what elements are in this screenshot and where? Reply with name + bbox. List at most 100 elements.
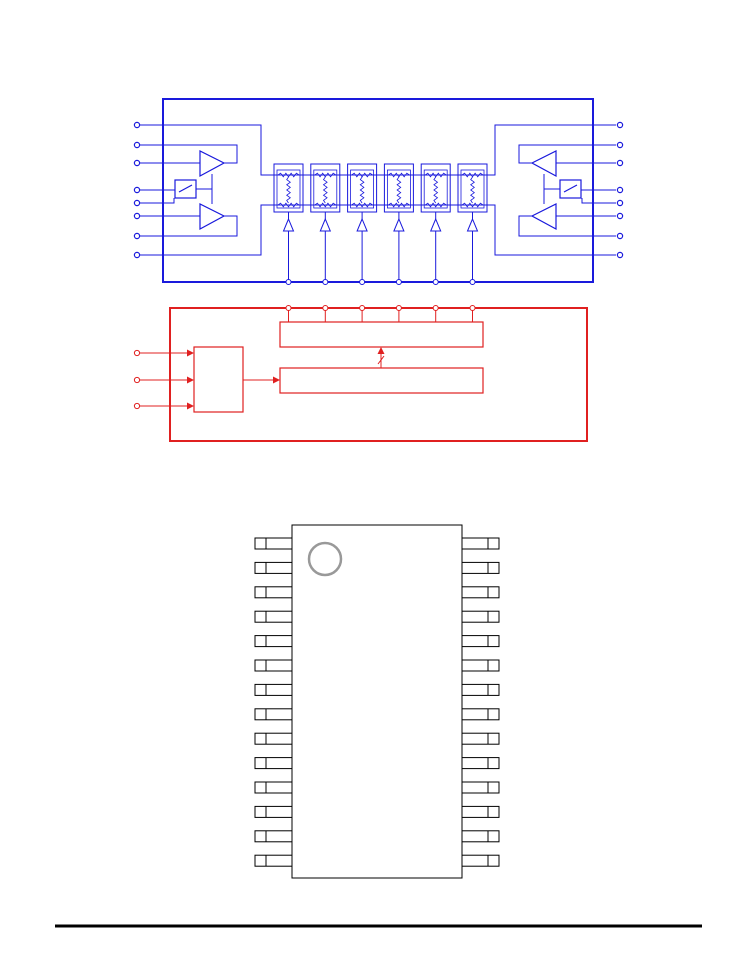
attenuator-channel-3 xyxy=(347,163,378,285)
right-terminal-8 xyxy=(616,251,624,259)
left-pin-2 xyxy=(254,561,293,574)
right-pin-4 xyxy=(461,610,500,623)
digital-terminal-1 xyxy=(133,349,141,357)
control-node-digital xyxy=(359,305,366,311)
register-tap-lines xyxy=(285,305,476,322)
register-block xyxy=(279,321,484,348)
left-pin-4 xyxy=(254,610,293,623)
right-pin-9 xyxy=(461,732,500,745)
left-terminal-8 xyxy=(133,251,141,259)
right-terminal-4 xyxy=(616,186,624,194)
right-amplifier-upper xyxy=(530,150,557,178)
resistor-series-top xyxy=(388,172,410,178)
right-wire-1 xyxy=(483,124,616,176)
control-node-digital xyxy=(395,305,402,311)
attenuator-channel-1 xyxy=(273,163,304,285)
right-switch-blade xyxy=(563,184,578,193)
digital-terminal-2 xyxy=(133,376,141,384)
right-pin-13 xyxy=(461,830,500,843)
right-pin-1 xyxy=(461,537,500,550)
attenuator-inner-box xyxy=(313,169,338,209)
control-node-analog xyxy=(432,279,439,285)
right-pin-11 xyxy=(461,781,500,794)
left-terminal-3 xyxy=(133,159,141,167)
left-amplifier-upper xyxy=(199,150,226,178)
left-terminal-2 xyxy=(133,141,141,149)
right-pin-12 xyxy=(461,805,500,818)
left-pin-1 xyxy=(254,537,293,550)
control-buffer xyxy=(429,217,442,232)
attenuator-inner-box xyxy=(276,169,301,209)
right-terminal-6 xyxy=(616,212,624,220)
arrow-input-3 xyxy=(187,402,194,410)
decoder-block xyxy=(279,367,484,394)
control-node-analog xyxy=(469,279,476,285)
control-buffer xyxy=(466,217,479,232)
resistor-shunt xyxy=(396,176,402,204)
left-wire-1 xyxy=(140,124,273,176)
attenuator-channel-5 xyxy=(420,163,451,285)
digital-terminal-3 xyxy=(133,402,141,410)
right-pin-2 xyxy=(461,561,500,574)
left-pin-11 xyxy=(254,781,293,794)
arrow-input-2 xyxy=(187,376,194,384)
attenuator-inner-box xyxy=(460,169,485,209)
left-pin-7 xyxy=(254,683,293,696)
right-amplifier-lower xyxy=(530,203,557,231)
right-pin-6 xyxy=(461,659,500,672)
left-pin-3 xyxy=(254,586,293,599)
left-terminal-6 xyxy=(133,212,141,220)
control-node-analog xyxy=(322,279,329,285)
control-node-digital xyxy=(285,305,292,311)
resistor-series-bottom xyxy=(277,202,300,208)
left-pin-9 xyxy=(254,732,293,745)
left-wire-2 xyxy=(140,144,238,164)
right-wire-7 xyxy=(518,215,616,237)
resistor-series-bottom xyxy=(314,202,337,208)
left-wire-5 xyxy=(140,198,175,204)
right-wire-5 xyxy=(581,198,616,204)
package-body xyxy=(291,524,463,879)
left-pin-6 xyxy=(254,659,293,672)
control-buffer xyxy=(393,217,405,232)
right-pin-7 xyxy=(461,683,500,696)
resistor-series-bottom xyxy=(424,202,447,208)
control-node-analog xyxy=(359,279,366,285)
right-terminal-1 xyxy=(616,121,624,129)
left-terminal-7 xyxy=(133,232,141,240)
analog-section xyxy=(133,98,624,285)
left-wire-7 xyxy=(140,215,238,237)
left-pin-wires xyxy=(140,124,273,256)
right-terminal-7 xyxy=(616,232,624,240)
right-wire-2 xyxy=(518,144,616,164)
resistor-series-bottom xyxy=(351,202,373,208)
right-terminal-5 xyxy=(616,199,624,207)
control-node-analog xyxy=(395,279,402,285)
arrow-decoder-to-register xyxy=(377,347,385,354)
right-pin-wires xyxy=(483,124,616,256)
left-pin-13 xyxy=(254,830,293,843)
resistor-series-bottom xyxy=(461,202,484,208)
left-pin-5 xyxy=(254,635,293,648)
right-pin-5 xyxy=(461,635,500,648)
attenuator-channel-2 xyxy=(310,163,341,285)
attenuator-inner-box xyxy=(350,169,375,209)
resistor-shunt xyxy=(286,176,291,204)
ic-package xyxy=(254,524,500,879)
control-node-digital xyxy=(469,305,476,311)
right-pin-14 xyxy=(461,854,500,867)
digital-terminals xyxy=(133,349,141,410)
digital-arrowheads xyxy=(187,347,385,410)
bus-slash xyxy=(377,355,385,365)
resistor-series-bottom xyxy=(388,202,410,208)
control-buffer xyxy=(356,217,368,232)
package-pins xyxy=(254,537,500,867)
right-terminal-3 xyxy=(616,159,624,167)
left-pin-8 xyxy=(254,708,293,721)
right-terminal-2 xyxy=(616,141,624,149)
resistor-series-top xyxy=(314,172,337,178)
control-buffer xyxy=(319,217,332,232)
resistor-shunt xyxy=(322,176,328,204)
input-logic-block xyxy=(193,346,244,413)
right-pin-3 xyxy=(461,586,500,599)
